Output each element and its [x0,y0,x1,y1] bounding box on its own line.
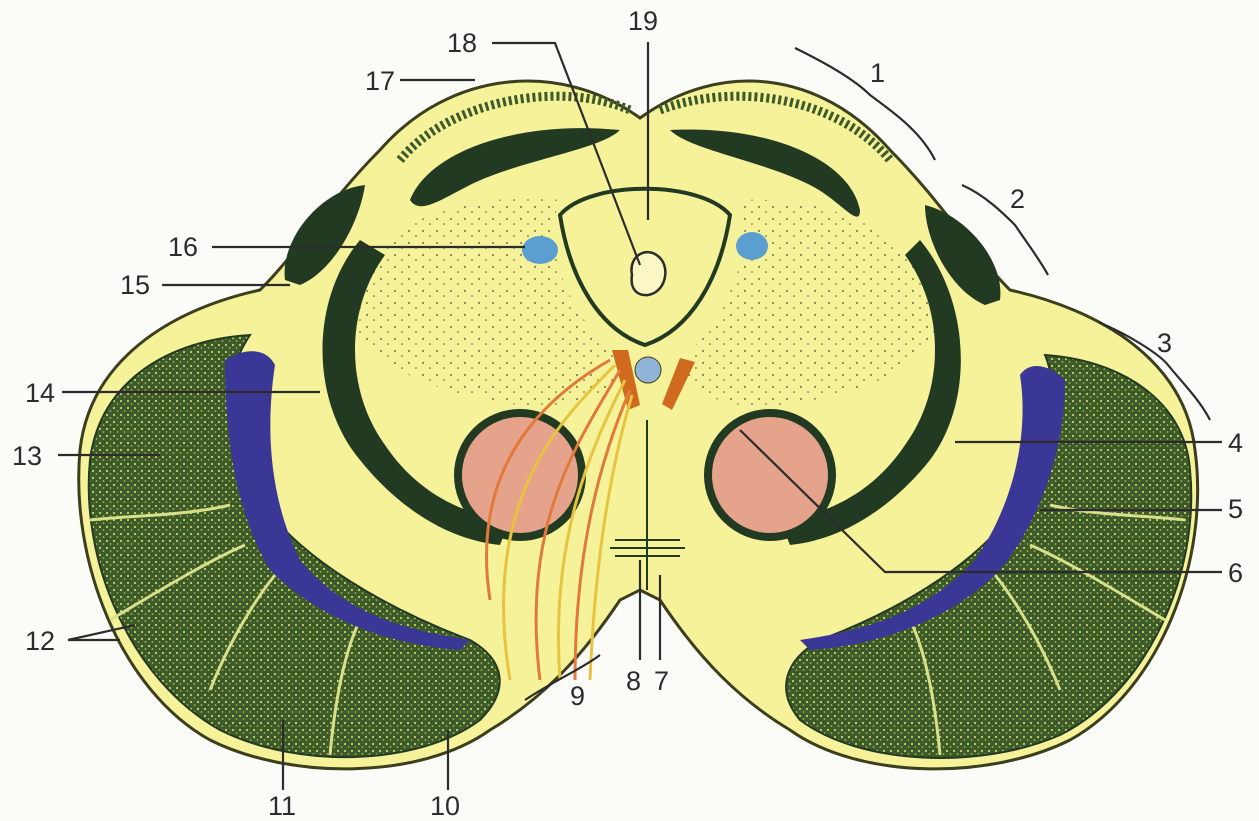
central-blue-cluster [635,357,661,383]
label-14: 14 [25,378,55,408]
label-16: 16 [168,232,198,262]
blue-nucleus-left [522,236,558,264]
label-17: 17 [365,66,395,96]
label-18: 18 [447,28,477,58]
label-5: 5 [1228,494,1243,524]
label-12: 12 [25,626,55,656]
label-13: 13 [12,441,42,471]
label-3: 3 [1157,328,1172,358]
pink-nucleus-right [708,413,832,537]
label-9: 9 [570,681,585,711]
label-15: 15 [120,270,150,300]
label-10: 10 [430,791,460,821]
label-19: 19 [628,6,658,36]
label-4: 4 [1228,428,1243,458]
blue-nucleus-right [736,232,768,260]
label-2: 2 [1010,184,1025,214]
label-8: 8 [626,666,641,696]
label-7: 7 [654,666,669,696]
label-11: 11 [268,791,296,821]
label-1: 1 [870,58,885,88]
label-6: 6 [1228,558,1243,588]
